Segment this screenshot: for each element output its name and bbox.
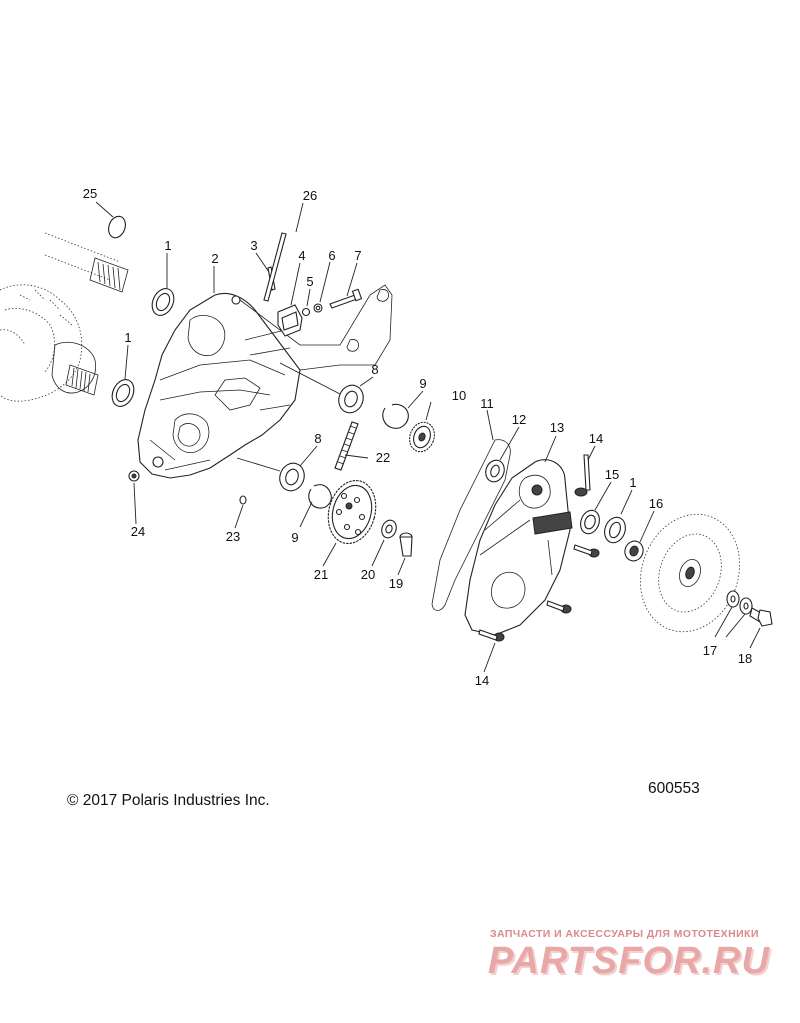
washer-20 bbox=[381, 519, 397, 539]
callout-18: 18 bbox=[738, 651, 752, 666]
chaincase-housing-2 bbox=[137, 284, 393, 479]
callout-8-upper: 8 bbox=[371, 362, 378, 377]
callout-21: 21 bbox=[314, 567, 328, 582]
callout-labels: 25 1 2 3 26 4 5 6 7 1 8 9 10 11 12 13 14… bbox=[83, 186, 752, 688]
chain-22 bbox=[334, 421, 359, 471]
callout-1-left: 1 bbox=[124, 330, 131, 345]
callout-5: 5 bbox=[306, 274, 313, 289]
callout-9-lower: 9 bbox=[291, 530, 298, 545]
callout-1: 1 bbox=[164, 238, 171, 253]
bolt-18 bbox=[749, 607, 773, 627]
hub-nut-16 bbox=[624, 540, 644, 562]
callout-14-upper: 14 bbox=[589, 431, 603, 446]
rod-26 bbox=[263, 232, 287, 302]
plug-24 bbox=[128, 470, 140, 482]
nut-6 bbox=[313, 303, 323, 313]
callout-14-lower: 14 bbox=[475, 673, 489, 688]
leader-lines bbox=[95, 201, 761, 673]
washer-17b bbox=[739, 597, 753, 615]
bolt-14-upper bbox=[574, 454, 591, 497]
gear-21 bbox=[327, 479, 377, 545]
callout-6: 6 bbox=[328, 248, 335, 263]
snap-ring-9-upper bbox=[382, 403, 409, 429]
callout-24: 24 bbox=[131, 524, 145, 539]
seal-1-right bbox=[604, 516, 626, 544]
drive-shaft-assembly bbox=[0, 232, 129, 402]
chaincase-cover-13 bbox=[464, 459, 573, 636]
callout-1-right: 1 bbox=[629, 475, 636, 490]
watermark-tagline: ЗАПЧАСТИ И АКСЕССУАРЫ ДЛЯ МОТОТЕХНИКИ bbox=[490, 928, 759, 940]
figure-id: 600553 bbox=[648, 780, 700, 797]
copyright-notice: © 2017 Polaris Industries Inc. bbox=[67, 792, 270, 809]
bolt-7 bbox=[329, 288, 363, 309]
callout-9-upper: 9 bbox=[419, 376, 426, 391]
o-ring-25 bbox=[108, 215, 126, 239]
watermark-logo: PARTSFOR.RU bbox=[488, 940, 770, 982]
callout-26: 26 bbox=[303, 188, 317, 203]
bolt-14-middle bbox=[573, 544, 600, 558]
callout-15: 15 bbox=[605, 467, 619, 482]
callout-25: 25 bbox=[83, 186, 97, 201]
callout-8-lower: 8 bbox=[314, 431, 321, 446]
washer-5 bbox=[301, 307, 311, 317]
callout-2: 2 bbox=[211, 251, 218, 266]
seal-12 bbox=[485, 459, 505, 483]
callout-22: 22 bbox=[376, 450, 390, 465]
callout-10: 10 bbox=[452, 388, 466, 403]
callout-17: 17 bbox=[703, 643, 717, 658]
bolt-14-right bbox=[546, 600, 572, 614]
callout-3: 3 bbox=[250, 238, 257, 253]
gasket-11 bbox=[431, 439, 511, 611]
callout-12: 12 bbox=[512, 412, 526, 427]
callout-19: 19 bbox=[389, 576, 403, 591]
bearing-15 bbox=[580, 509, 600, 535]
tensioner-block-4 bbox=[277, 304, 303, 337]
bearing-8-lower bbox=[279, 462, 305, 492]
brake-disc bbox=[640, 513, 740, 633]
callout-4: 4 bbox=[298, 248, 305, 263]
bearing-8-upper bbox=[338, 384, 364, 414]
callout-20: 20 bbox=[361, 567, 375, 582]
seal-1-left bbox=[111, 379, 135, 407]
snap-ring-9-lower bbox=[308, 484, 332, 509]
bolt-14-lower bbox=[478, 629, 505, 642]
seal-1-upper bbox=[151, 288, 175, 316]
plug-23 bbox=[239, 495, 247, 505]
callout-13: 13 bbox=[550, 420, 564, 435]
bolt-19 bbox=[399, 532, 413, 557]
callout-11: 11 bbox=[480, 396, 494, 411]
callout-7: 7 bbox=[354, 248, 361, 263]
sprocket-10 bbox=[409, 421, 435, 453]
callout-23: 23 bbox=[226, 529, 240, 544]
washer-17a bbox=[726, 590, 740, 608]
callout-16: 16 bbox=[649, 496, 663, 511]
